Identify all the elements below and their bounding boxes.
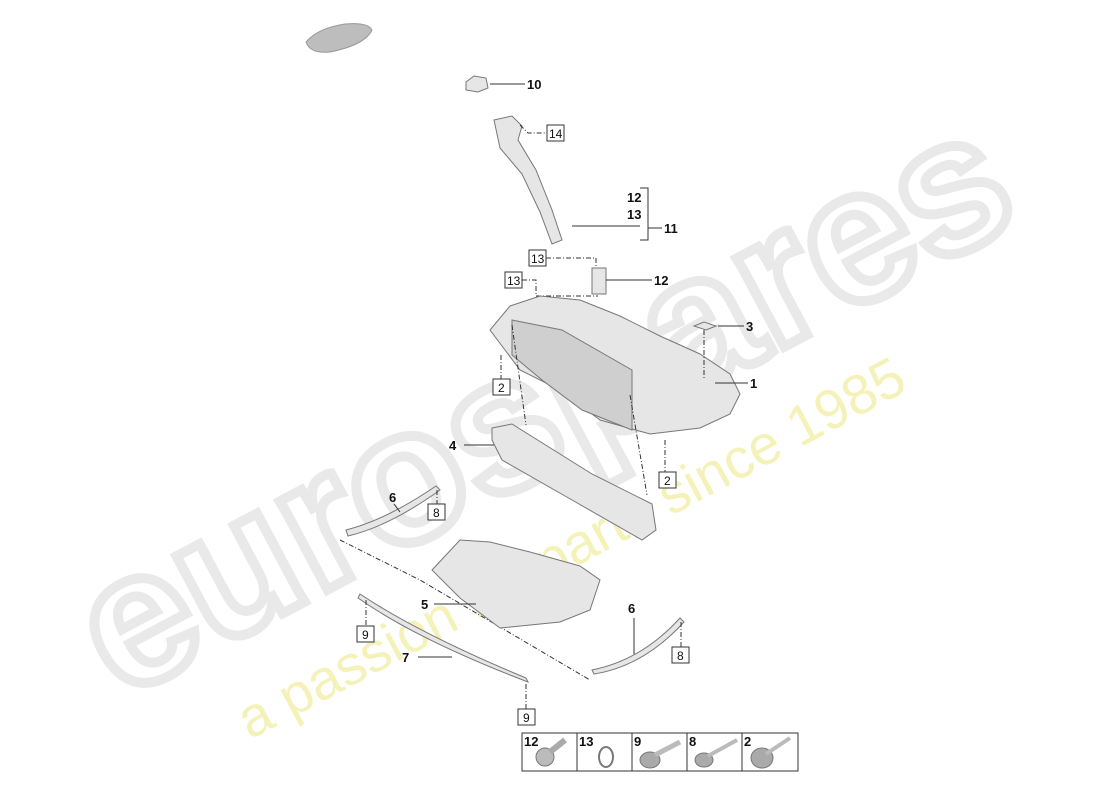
- legend-number: 8: [689, 734, 696, 749]
- washer-bolt-icon: [750, 736, 792, 769]
- callout-9b: 9: [523, 711, 530, 725]
- callout-9a: 9: [362, 628, 369, 642]
- callout-12[interactable]: 12: [627, 190, 641, 205]
- callout-10[interactable]: 10: [527, 77, 541, 92]
- callout-8b: 8: [677, 649, 684, 663]
- part-12-hose[interactable]: [591, 267, 607, 295]
- part-5-underbody-cover[interactable]: [431, 539, 601, 629]
- legend-cell-12[interactable]: 12: [521, 732, 578, 772]
- legend-number: 12: [524, 734, 538, 749]
- callout-8b-box[interactable]: [671, 646, 690, 664]
- callout-8a-box[interactable]: [427, 503, 446, 521]
- leader-13a: [546, 257, 597, 266]
- flange-bolt-icon: [639, 739, 682, 769]
- part-10-cap[interactable]: [465, 75, 489, 93]
- callout-2a: 2: [498, 381, 505, 395]
- callout-4[interactable]: 4: [449, 438, 457, 453]
- callout-14-box[interactable]: [546, 124, 565, 142]
- legend-cell-8[interactable]: 8: [686, 732, 743, 772]
- callout-5[interactable]: 5: [421, 597, 428, 612]
- callout-13a-box[interactable]: [528, 249, 547, 267]
- callout-9a-box[interactable]: [356, 625, 375, 643]
- vehicle-thumbnail[interactable]: [305, 23, 373, 53]
- fastener-legend: 12 13 9 8 2: [521, 732, 799, 772]
- callout-6b[interactable]: 6: [628, 601, 635, 616]
- bracket-11: [640, 187, 649, 241]
- part-3-pad[interactable]: [692, 321, 718, 331]
- part-6-strap-right[interactable]: [591, 617, 685, 675]
- legend-number: 13: [579, 734, 593, 749]
- pan-head-screw-icon: [535, 737, 567, 767]
- legend-number: 2: [744, 734, 751, 749]
- part-4-heat-shield[interactable]: [491, 423, 657, 541]
- leader-2b-a: [629, 394, 648, 496]
- callout-1[interactable]: 1: [750, 376, 757, 391]
- flange-bolt-long-icon: [694, 738, 738, 768]
- callout-6a[interactable]: 6: [389, 490, 396, 505]
- callout-13[interactable]: 13: [627, 207, 641, 222]
- part-11-filler-pipe[interactable]: [493, 115, 563, 245]
- leader-6a: [393, 503, 401, 513]
- part-7-strap[interactable]: [357, 593, 530, 683]
- callout-7[interactable]: 7: [402, 650, 409, 665]
- legend-cell-13[interactable]: 13: [576, 732, 633, 772]
- leader-strap: [339, 539, 591, 681]
- callout-11[interactable]: 11: [664, 221, 678, 236]
- callout-13a: 13: [531, 252, 545, 266]
- callout-2b: 2: [664, 474, 671, 488]
- callout-9b-box[interactable]: [517, 708, 536, 726]
- callout-13b: 13: [507, 274, 521, 288]
- part-6-strap-left[interactable]: [345, 485, 441, 537]
- callout-3[interactable]: 3: [746, 319, 753, 334]
- leader-2a-b: [511, 324, 527, 426]
- callout-13b-box[interactable]: [504, 271, 523, 289]
- legend-cell-2[interactable]: 2: [741, 732, 799, 772]
- callout-2b-box[interactable]: [658, 471, 677, 489]
- callout-12b[interactable]: 12: [654, 273, 668, 288]
- leader-13b: [522, 279, 598, 297]
- legend-number: 9: [634, 734, 641, 749]
- callout-8a: 8: [433, 506, 440, 520]
- leader-14: [519, 124, 547, 134]
- callout-14: 14: [549, 127, 563, 141]
- legend-cell-9[interactable]: 9: [631, 732, 688, 772]
- callout-2a-box[interactable]: [492, 378, 511, 396]
- watermark: eurospares a passion for parts since 198…: [35, 63, 1049, 751]
- hose-clamp-icon: [598, 746, 614, 768]
